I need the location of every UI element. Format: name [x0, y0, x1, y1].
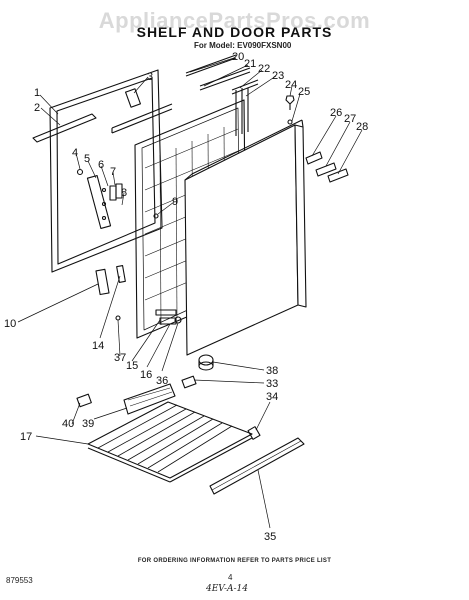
callout-25: 25 [298, 86, 310, 98]
callout-24: 24 [285, 79, 297, 91]
callout-21: 21 [244, 58, 256, 70]
callout-40: 40 [62, 418, 74, 430]
door-bracket-assembly [76, 168, 159, 229]
leveling-foot [198, 354, 214, 371]
callout-9: 9 [172, 196, 178, 208]
callout-5: 5 [84, 153, 90, 165]
callout-39: 39 [82, 418, 94, 430]
trim-strips [305, 151, 349, 183]
door-outer-panel [184, 119, 307, 356]
leader-lines [17, 57, 363, 529]
model-subtitle: For Model: EV090FXSN00 [194, 41, 292, 50]
callout-6: 6 [98, 159, 104, 171]
bottom-hinge-pin [181, 375, 197, 389]
callout-27: 27 [344, 113, 356, 125]
callout-23: 23 [272, 70, 284, 82]
shelf-clip [76, 393, 92, 408]
callout-3: 3 [147, 71, 153, 83]
callout-labels: 1 2 3 4 5 6 7 8 9 10 14 15 16 17 20 21 2… [4, 51, 368, 543]
callout-7: 7 [110, 166, 116, 178]
door-gasket [49, 69, 163, 273]
ordering-info: FOR ORDERING INFORMATION REFER TO PARTS … [137, 558, 332, 564]
callout-22: 22 [258, 63, 270, 75]
callout-35: 35 [264, 531, 276, 543]
upper-hinge [111, 54, 259, 136]
callout-16: 16 [140, 369, 152, 381]
door-rail-left [32, 113, 97, 143]
callout-36: 36 [156, 375, 168, 387]
callout-34: 34 [266, 391, 278, 403]
callout-1: 1 [34, 87, 40, 99]
shelf-front-rail [209, 437, 305, 495]
callout-2: 2 [34, 102, 40, 114]
shelf-retainer-clip [247, 426, 261, 440]
callout-14: 14 [92, 340, 104, 352]
callout-10: 10 [4, 318, 16, 330]
wire-shelf [87, 401, 253, 483]
page-number: 4 [228, 573, 233, 582]
callout-17: 17 [20, 431, 32, 443]
diagram-title: SHELF AND DOOR PARTS [136, 24, 333, 40]
callout-8: 8 [121, 187, 127, 199]
shelf-support [123, 383, 176, 415]
callout-38: 38 [266, 365, 278, 377]
callout-28: 28 [356, 121, 368, 133]
watermark: AppliancePartsPros.com [98, 8, 371, 33]
callout-20: 20 [232, 51, 244, 63]
top-screw [285, 95, 295, 125]
document-code: 879553 [6, 576, 33, 585]
lower-bracket [95, 265, 126, 321]
callout-15: 15 [126, 360, 138, 372]
callout-33: 33 [266, 378, 278, 390]
callout-4: 4 [72, 147, 78, 159]
callout-26: 26 [330, 107, 342, 119]
handwritten-note: 4EV-A-14 [206, 584, 249, 594]
callout-37: 37 [114, 352, 126, 364]
